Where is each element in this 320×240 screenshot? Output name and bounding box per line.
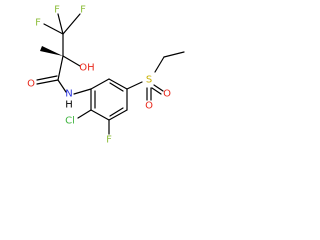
molecule-structure: F F F OH O N H S O O Cl F [27, 5, 185, 146]
wedge-methyl-bond [40, 46, 63, 56]
bond-cchiral-ccarbonyl [57, 55, 64, 81]
ring-bond-1 [90, 78, 110, 90]
atom-label-nh-h: H [65, 100, 73, 111]
bond-carbonyl-double-2 [36, 75, 58, 81]
atom-label-f3: F [80, 5, 86, 16]
bond-cf3-f1 [43, 23, 64, 35]
atom-label-f1: F [35, 18, 41, 29]
bonds [36, 13, 185, 135]
atom-label-oh: OH [79, 63, 94, 74]
bond-s-o1-b [151, 87, 162, 95]
bond-cf3-f2 [57, 13, 64, 35]
ring-bond-2 [108, 78, 128, 90]
ring-bond-4 [108, 109, 128, 121]
ring-inner-double-2 [109, 107, 124, 117]
bond-cchiral-oh [62, 55, 81, 67]
ring-inner-double-1 [109, 82, 124, 92]
atom-label-s: S [146, 75, 152, 86]
atom-label-f2: F [54, 5, 60, 16]
ring-bond-5 [90, 109, 110, 121]
bond-ring-cl [77, 109, 92, 119]
bond-carbonyl-double-1 [36, 79, 59, 85]
atom-label-sulfonyl-o2: O [145, 101, 153, 112]
atom-label-ring-f: F [106, 135, 112, 146]
bond-s-o1-a [153, 84, 164, 92]
bond-ring-s [126, 81, 143, 90]
atom-label-carbonyl-o: O [27, 79, 35, 90]
bond-cf3-f3 [62, 13, 81, 35]
bond-ch2-ch3 [163, 51, 185, 58]
atom-label-n: N [65, 89, 72, 100]
bond-n-ring [73, 88, 92, 95]
atom-label-sulfonyl-o1: O [163, 89, 171, 100]
atom-label-cl: Cl [65, 116, 75, 127]
atom-labels: F F F OH O N H S O O Cl F [27, 5, 171, 146]
bond-s-ch2 [154, 56, 165, 73]
bond-ccarbonyl-n [57, 79, 67, 93]
